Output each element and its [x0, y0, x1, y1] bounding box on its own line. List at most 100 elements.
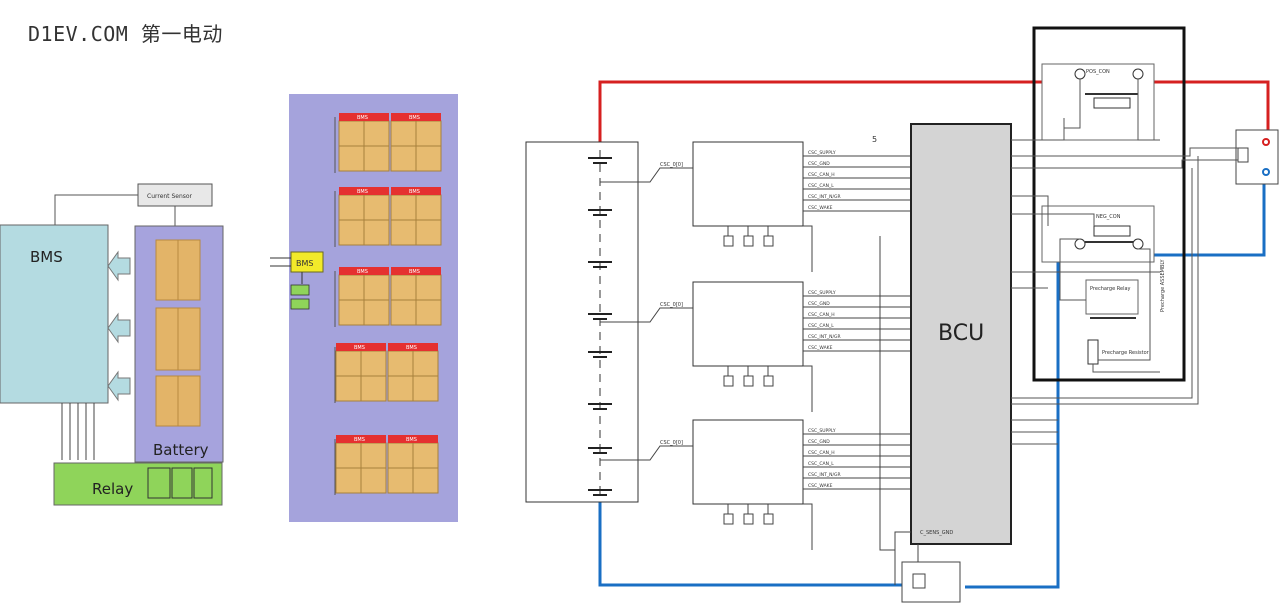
battery-module: BMS: [387, 435, 439, 494]
terminal-icon: [1132, 68, 1144, 80]
csc-signal-label: CSC_CAN_L: [808, 323, 834, 329]
watermark: D1EV.COM 第一电动: [28, 22, 223, 46]
positive-wire: [598, 80, 1270, 142]
csc-pin: [763, 513, 774, 525]
module-header-label: BMS: [406, 437, 417, 443]
battery-label: Battery: [153, 441, 209, 459]
module-header-label: BMS: [409, 115, 420, 121]
contactor-assembly-box: [1032, 26, 1186, 382]
csc-pin: [723, 375, 734, 387]
csc-signal-label: CSC_SUPPLY: [808, 150, 836, 156]
precharge-resistor-label: Precharge Resistor: [1102, 350, 1150, 356]
csc-signal-label: CSC_INT_N/GR: [808, 334, 841, 340]
bms-unit-label: BMS: [296, 259, 313, 268]
cell-symbol: [588, 447, 612, 454]
sensor-wire: [894, 531, 911, 585]
csc-pin: [743, 513, 754, 525]
csc-signal-label: CSC_CAN_L: [808, 183, 834, 189]
bms-box: [0, 224, 109, 404]
csc-modules: CSC_0[0] CSC_SUPPLY CSC_GND CSC_CAN_H CSC_CA…: [600, 141, 911, 550]
bcu-control-wires: [1011, 118, 1238, 445]
output-connector-pins: [1237, 147, 1249, 163]
terminal-icon: [1074, 238, 1086, 250]
bms-sub-box: [290, 284, 310, 296]
bms-sub-box: [290, 298, 310, 310]
arrow-left: [107, 312, 131, 344]
series-cells: [588, 157, 612, 496]
module-header-label: BMS: [357, 269, 368, 275]
module-header-label: BMS: [409, 269, 420, 275]
csc-pin: [743, 235, 754, 247]
csc-module: CSC_0[0] CSC_SUPPLY CSC_GND CSC_CAN_H CSC_CA…: [600, 281, 911, 412]
bms-to-relay-wires: [61, 403, 95, 460]
negative-wire: [598, 500, 905, 587]
cell-symbol: [588, 351, 612, 358]
csc-signal-label: CSC_SUPPLY: [808, 290, 836, 296]
bcu-box: [910, 123, 1012, 545]
csc-signal-label: CSC_GND: [808, 161, 830, 167]
csc-signal-label: CSC_WAKE: [808, 483, 833, 489]
cell-symbol: [588, 403, 612, 410]
csc-signal-label: CSC_INT_N/GR: [808, 194, 841, 200]
csc-signal-label: CSC_CAN_L: [808, 461, 834, 467]
csc-signal-label: CSC_GND: [808, 301, 830, 307]
cell-symbol: [588, 157, 612, 164]
neg-contactor-label: NEG_CON: [1096, 214, 1121, 220]
csc-input-label: CSC_0[0]: [660, 302, 683, 308]
battery-module: BMS: [390, 113, 442, 172]
bms-unit-box: [290, 251, 324, 273]
relay-label: Relay: [92, 480, 133, 498]
battery-module: BMS: [390, 187, 442, 246]
battery-cells: [155, 239, 201, 427]
current-sensor-wire: [54, 194, 138, 225]
battery-module: BMS: [387, 343, 439, 402]
current-sensor: [901, 561, 961, 603]
module-header-label: BMS: [406, 345, 417, 351]
right-diagram: CSC_0[0] CSC_SUPPLY CSC_GND CSC_CAN_H CSC_CA…: [525, 26, 1279, 603]
relay-box: [53, 462, 223, 506]
module-header-label: BMS: [409, 189, 420, 195]
module-header-label: BMS: [357, 189, 368, 195]
terminal-icon: [1074, 68, 1086, 80]
precharge-resistor: [1087, 339, 1099, 365]
bcu-top-mark: 5: [872, 135, 877, 144]
module-header-label: BMS: [357, 115, 368, 121]
battery-module: BMS: [335, 435, 387, 494]
csc-signal-label: CSC_CAN_H: [808, 450, 835, 456]
module-grid: BMS BMS BMS BMS BMS BMS BMS BMS BMS BMS: [334, 113, 442, 495]
battery-module: BMS: [338, 187, 390, 246]
csc-pin: [723, 235, 734, 247]
csc-pin: [763, 235, 774, 247]
bcu-label: BCU: [938, 321, 984, 346]
neg-terminal: [1262, 168, 1270, 176]
assembly-wires: [1059, 79, 1160, 373]
arrow-left: [107, 250, 131, 282]
left-diagram: BMS Current Sensor Battery Relay: [0, 183, 224, 506]
csc-pin: [743, 375, 754, 387]
bms-label: BMS: [30, 248, 63, 266]
csc-module: CSC_0[0]CSC_SUPPLYCSC_GNDCSC_CAN_HCSC_CA…: [600, 419, 911, 550]
battery-module: BMS: [338, 267, 390, 326]
csc-input-label: CSC_0[0]: [660, 162, 683, 168]
pos-contactor-label: POS_CON: [1086, 69, 1110, 75]
contactor-side-text: Precharge ASSEMBLY: [1160, 258, 1166, 312]
precharge-relay-label: Precharge Relay: [1090, 286, 1131, 292]
relay-switch-icon: [147, 467, 171, 499]
module-header-label: BMS: [354, 345, 365, 351]
relay-switch-icon: [193, 467, 213, 499]
csc-signal-label: CSC_SUPPLY: [808, 428, 836, 434]
sensor-wire: [879, 236, 895, 551]
current-sensor-label: Current Sensor: [147, 193, 193, 200]
csc-signal-label: CSC_INT_N/GR: [808, 472, 841, 478]
cell-symbol: [588, 261, 612, 268]
csc-module: CSC_0[0] CSC_SUPPLY CSC_GND CSC_CAN_H CSC_CA…: [600, 141, 911, 272]
terminal-icon: [1132, 238, 1144, 250]
precharge-relay-box: [1085, 279, 1139, 315]
csc-signal-label: CSC_CAN_H: [808, 172, 835, 178]
csc-signal-label: CSC_WAKE: [808, 345, 833, 351]
pos-contactor-coil: [1093, 97, 1131, 109]
neg-contactor-coil: [1093, 225, 1131, 237]
csc-signal-label: CSC_CAN_H: [808, 312, 835, 318]
csc-input-label: CSC_0[0]: [660, 440, 683, 446]
